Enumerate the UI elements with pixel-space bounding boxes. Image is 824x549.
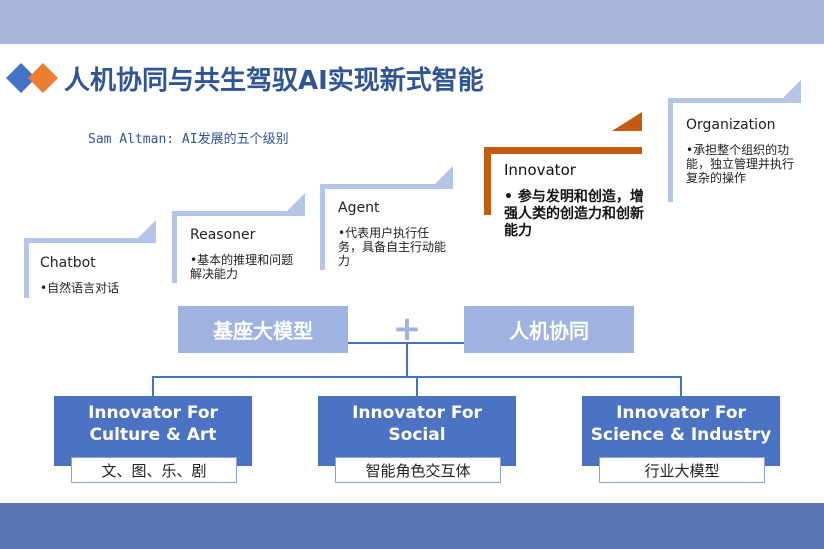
level-agent-desc: •代表用户执行任务，具备自主行动能力 bbox=[338, 226, 447, 268]
branch-culture-art-label: 文、图、乐、剧 bbox=[71, 457, 237, 483]
branch-science-industry-label: 行业大模型 bbox=[599, 457, 765, 483]
page-subtitle: Sam Altman: AI发展的五个级别 bbox=[88, 132, 289, 147]
level-innovator-desc: • 参与发明和创造，增强人类的创造力和创新能力 bbox=[504, 189, 644, 239]
branch-science-industry-title: Innovator For Science & Industry bbox=[590, 403, 772, 445]
branch-social-title: Innovator For Social bbox=[352, 403, 482, 445]
agent-bracket bbox=[320, 166, 453, 270]
bottom-banner bbox=[0, 503, 824, 549]
branch-social-label: 智能角色交互体 bbox=[335, 457, 501, 483]
page-title: 人机协同与共生驾驭AI实现新式智能 bbox=[64, 66, 484, 96]
branch-culture-art: Innovator For Culture & Art bbox=[54, 396, 252, 466]
level-chatbot-desc: •自然语言对话 bbox=[40, 281, 120, 295]
level-agent-name: Agent bbox=[338, 200, 380, 216]
plus-icon: + bbox=[392, 309, 422, 349]
top-banner bbox=[0, 0, 824, 44]
foundation-model-box: 基座大模型 bbox=[178, 306, 348, 353]
logo-diamonds-icon bbox=[6, 63, 58, 93]
branch-culture-art-title: Innovator For Culture & Art bbox=[88, 403, 218, 445]
branch-science-industry: Innovator For Science & Industry bbox=[582, 396, 780, 466]
level-chatbot-name: Chatbot bbox=[40, 255, 96, 271]
level-reasoner-desc: •基本的推理和问题解决能力 bbox=[190, 253, 294, 281]
level-organization-desc: •承担整个组织的功能，独立管理并执行复杂的操作 bbox=[686, 143, 795, 185]
innovator-bracket bbox=[484, 112, 642, 215]
level-organization-name: Organization bbox=[686, 117, 776, 133]
chatbot-bracket bbox=[24, 220, 156, 298]
level-reasoner-name: Reasoner bbox=[190, 227, 256, 243]
human-machine-box: 人机协同 bbox=[464, 306, 634, 353]
organization-bracket bbox=[668, 80, 801, 202]
branch-social: Innovator For Social bbox=[318, 396, 516, 466]
reasoner-bracket bbox=[172, 193, 305, 283]
level-innovator-name: Innovator bbox=[504, 161, 576, 179]
